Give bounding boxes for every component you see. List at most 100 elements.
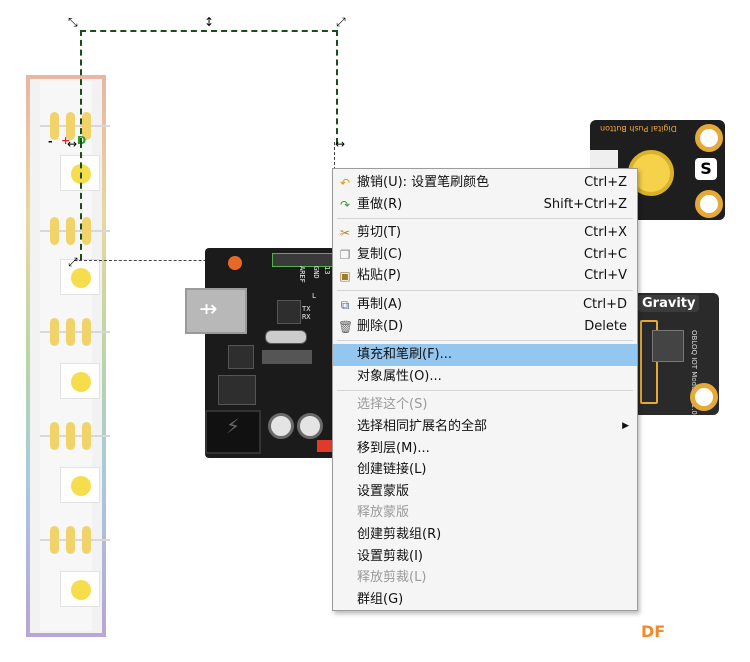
- menu-item-select-this[interactable]: 选择这个(S): [333, 394, 637, 416]
- led-pad-row: [40, 112, 110, 140]
- selected-wire[interactable]: [80, 30, 338, 144]
- menu-separator: [337, 390, 633, 392]
- menu-item-label: 设置剪裁(I): [357, 548, 423, 564]
- led-chip: [60, 259, 100, 295]
- board-usb-port: [185, 288, 247, 334]
- board-capacitor: [297, 413, 323, 439]
- menu-item-label: 粘贴(P): [357, 268, 401, 284]
- menu-item-create-clip-group[interactable]: 创建剪裁组(R): [333, 524, 637, 546]
- resize-handle-top-right[interactable]: ⤢: [336, 15, 346, 29]
- board-power-jack: [205, 410, 261, 454]
- menu-item-delete[interactable]: 🗑 删除(D) Delete: [333, 316, 637, 338]
- redo-icon: ↷: [339, 197, 351, 212]
- menu-item-label: 选择这个(S): [357, 397, 428, 413]
- resize-handle-left[interactable]: ↔: [67, 137, 78, 151]
- menu-item-label: 删除(D): [357, 318, 404, 334]
- led-chip: [60, 363, 100, 399]
- menu-item-copy[interactable]: ❐ 复制(C) Ctrl+C: [333, 244, 637, 266]
- led-strip-body: [40, 81, 110, 631]
- signal-badge-icon: S: [695, 158, 717, 180]
- strip-minus-label: -: [48, 135, 53, 148]
- gravity-module-title: Gravity: [638, 295, 700, 312]
- menu-item-shortcut: Ctrl+V: [584, 268, 627, 284]
- menu-item-label: 剪切(T): [357, 225, 402, 241]
- mount-hole: [690, 383, 718, 411]
- menu-item-duplicate[interactable]: ⧉ 再制(A) Ctrl+D: [333, 294, 637, 316]
- mount-hole: [695, 190, 723, 218]
- menu-item-label: 释放剪裁(L): [357, 570, 427, 586]
- strip-plus-label: +: [61, 134, 71, 147]
- mount-hole: [695, 124, 723, 152]
- board-red-marker: [317, 440, 333, 452]
- menu-item-label: 重做(R): [357, 196, 403, 212]
- module-antenna: [640, 320, 658, 404]
- df-watermark-logo: DF: [641, 622, 666, 641]
- module-chip: [652, 330, 684, 362]
- board-rx-label: RX: [302, 313, 311, 321]
- board-l-label: L: [312, 292, 317, 300]
- menu-item-move-to-layer[interactable]: 移到层(M)...: [333, 438, 637, 460]
- led-pad-row: [40, 526, 110, 554]
- led-strip[interactable]: [26, 75, 110, 637]
- menu-item-label: 创建链接(L): [357, 462, 427, 478]
- menu-item-release-mask[interactable]: 释放蒙版: [333, 502, 637, 524]
- board-pin-label: GND: [312, 266, 320, 279]
- menu-item-label: 移到层(M)...: [357, 440, 430, 456]
- usb-icon: ⇸: [199, 297, 218, 322]
- menu-item-label: 释放蒙版: [357, 505, 410, 521]
- menu-item-release-clip[interactable]: 释放剪裁(L): [333, 567, 637, 589]
- resize-handle-top[interactable]: ↕: [204, 15, 215, 29]
- menu-item-label: 对象属性(O)...: [357, 368, 442, 384]
- menu-separator: [337, 289, 633, 291]
- menu-item-shortcut: Shift+Ctrl+Z: [543, 196, 627, 212]
- board-chip-row: [262, 350, 312, 364]
- menu-item-label: 选择相同扩展名的全部: [357, 418, 488, 434]
- menu-item-select-same[interactable]: 选择相同扩展名的全部 ▶: [333, 416, 637, 438]
- led-chip: [60, 467, 100, 503]
- duplicate-icon: ⧉: [340, 297, 350, 312]
- menu-item-label: 创建剪裁组(R): [357, 526, 442, 542]
- trash-icon: 🗑: [338, 319, 354, 334]
- menu-item-shortcut: Ctrl+X: [584, 225, 627, 241]
- menu-item-shortcut: Delete: [584, 318, 627, 334]
- board-tx-label: TX: [302, 305, 311, 313]
- menu-item-label: 填充和笔刷(F)...: [357, 347, 453, 363]
- menu-item-shortcut: Ctrl+C: [583, 246, 627, 262]
- board-pin-label: AREF: [298, 266, 306, 283]
- resize-handle-top-left[interactable]: ⤡: [68, 15, 78, 29]
- menu-item-redo[interactable]: ↷ 重做(R) Shift+Ctrl+Z: [333, 194, 637, 216]
- resize-handle-right[interactable]: ↔: [335, 137, 346, 151]
- selected-wire-lower[interactable]: [80, 142, 82, 260]
- menu-item-paste[interactable]: ▣ 粘贴(P) Ctrl+V: [333, 265, 637, 287]
- menu-item-object-properties[interactable]: 对象属性(O)...: [333, 366, 637, 388]
- menu-item-create-link[interactable]: 创建链接(L): [333, 459, 637, 481]
- board-regulator-large: [218, 375, 256, 405]
- menu-item-group[interactable]: 群组(G): [333, 589, 637, 611]
- lightning-icon: ⚡: [226, 414, 241, 438]
- board-pin-label: 13: [323, 266, 331, 275]
- resize-handle-bottom-left[interactable]: ⤢: [68, 255, 78, 269]
- scissors-icon: ✂: [339, 226, 351, 241]
- menu-item-undo[interactable]: ↶ 撤销(U): 设置笔刷颜色 Ctrl+Z: [333, 172, 637, 194]
- menu-item-label: 再制(A): [357, 296, 403, 312]
- menu-separator: [337, 340, 633, 342]
- led-pad-row: [40, 422, 110, 450]
- led-pad-row: [40, 217, 110, 245]
- menu-item-set-clip[interactable]: 设置剪裁(I): [333, 546, 637, 568]
- menu-item-cut[interactable]: ✂ 剪切(T) Ctrl+X: [333, 222, 637, 244]
- menu-item-label: 群组(G): [357, 591, 404, 607]
- board-regulator: [228, 345, 254, 369]
- submenu-arrow-icon: ▶: [622, 420, 629, 431]
- menu-item-fill-stroke[interactable]: 填充和笔刷(F)...: [333, 344, 637, 366]
- undo-icon: ↶: [339, 176, 351, 190]
- module-label: OBLOQ IOT Module V1.0: [690, 330, 698, 415]
- menu-item-label: 设置蒙版: [357, 483, 410, 499]
- copy-icon: ❐: [339, 247, 351, 262]
- menu-item-set-mask[interactable]: 设置蒙版: [333, 481, 637, 503]
- menu-separator: [337, 218, 633, 220]
- board-power-led: [228, 256, 242, 270]
- board-chip: [277, 300, 301, 324]
- led-chip: [60, 571, 100, 607]
- menu-item-label: 撤销(U): 设置笔刷颜色: [357, 175, 490, 190]
- paste-icon: ▣: [339, 269, 351, 284]
